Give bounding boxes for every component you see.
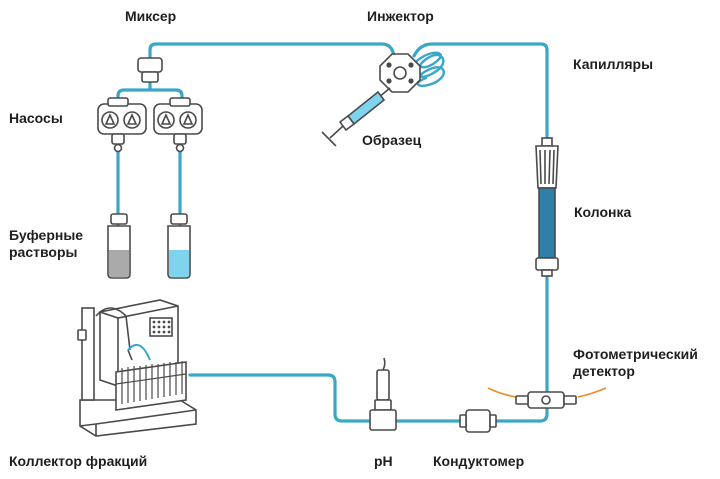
- tube-mixer-to-pumps: [116, 80, 184, 106]
- mixer-icon: [137, 57, 163, 83]
- fraction-collector-icon: [77, 299, 197, 437]
- label-injector: Инжектор: [367, 8, 434, 24]
- conductometer-icon: [459, 409, 497, 433]
- label-conductometer: Кондуктомер: [433, 453, 525, 469]
- injector-valve-icon: [379, 53, 421, 93]
- label-buffers: Буферные растворы: [9, 227, 83, 261]
- column-icon: [535, 137, 559, 277]
- tube-mixer-to-injector: [148, 42, 396, 62]
- label-sample: Образец: [362, 132, 422, 148]
- label-photometric-detector: Фотометрический детектор: [573, 346, 698, 380]
- label-column: Колонка: [574, 204, 632, 220]
- label-buffers-line1: Буферные: [9, 227, 84, 243]
- ph-electrode-icon: [369, 357, 397, 431]
- photometric-detector-icon: [487, 387, 607, 409]
- pumps-icon: [97, 97, 203, 153]
- label-ph: pH: [374, 453, 393, 469]
- tube-injector-to-column: [412, 42, 549, 140]
- syringe-icon: [321, 87, 391, 147]
- label-capillaries: Капилляры: [573, 56, 654, 72]
- label-photometric-line2: детектор: [573, 363, 635, 379]
- label-fraction-collector: Коллектор фракций: [9, 453, 148, 469]
- buffer-bottle-blue-icon: [167, 213, 191, 279]
- buffer-bottle-grey-icon: [107, 213, 131, 279]
- label-mixer: Миксер: [125, 8, 177, 24]
- capillary-coil: [410, 51, 446, 88]
- label-pumps: Насосы: [9, 110, 63, 126]
- label-photometric-line1: Фотометрический: [573, 346, 698, 362]
- tube-ph-to-collector: [188, 373, 372, 423]
- tube-detector-to-conductometer: [490, 406, 549, 423]
- label-buffers-line2: растворы: [9, 244, 78, 260]
